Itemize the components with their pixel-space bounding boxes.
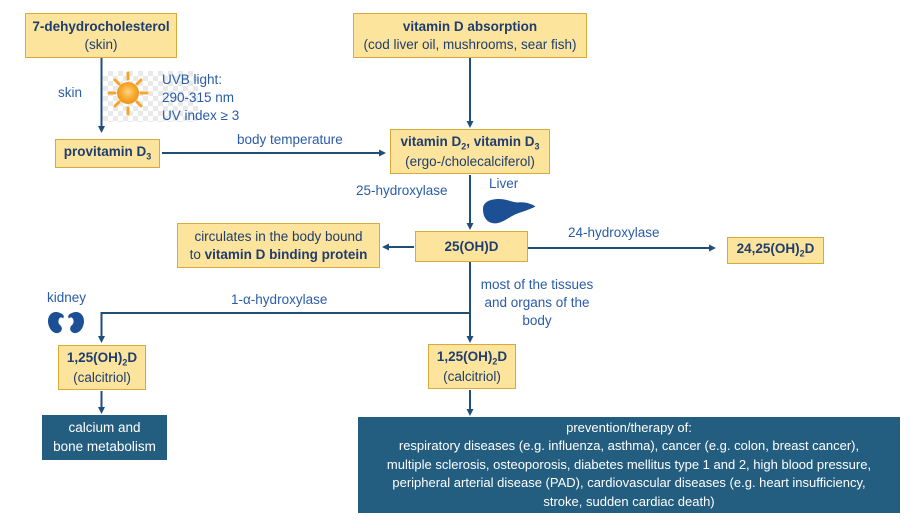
label-liver: Liver [489, 176, 519, 191]
label-uvb-light: UVB light: 290-315 nm UV index ≥ 3 [162, 71, 239, 124]
node-title: vitamin D absorption [402, 18, 538, 34]
node-subtitle: (skin) [84, 36, 118, 52]
node-calcitriol-kidney: 1,25(OH)2D (calcitriol) [58, 345, 146, 390]
node-subtitle: (calcitriol) [443, 368, 501, 384]
sun-image-background [103, 71, 198, 122]
node-7-dehydrocholesterol: 7-dehydrocholesterol (skin) [25, 13, 177, 58]
outcome-line: prevention/therapy of: [566, 419, 692, 435]
arrow-25ohd-to-calcitriol-kidney [98, 312, 470, 343]
label-line: 290-315 nm [162, 89, 235, 105]
node-title: 7-dehydrocholesterol [32, 18, 170, 34]
node-provitamin-d3: provitamin D3 [55, 139, 160, 168]
label-body-temperature: body temperature [237, 132, 343, 147]
node-title: 1,25(OH)2D [436, 348, 508, 367]
node-subtitle: (ergo-/cholecalciferol) [405, 153, 535, 169]
outcome-line: bone metabolism [53, 438, 156, 454]
outcome-line: multiple sclerosis, osteoporosis, diabet… [386, 456, 872, 472]
outcome-line: calcium and [68, 419, 141, 435]
node-line: circulates in the body bound [194, 228, 363, 244]
label-kidney: kidney [47, 290, 87, 305]
node-25ohd: 25(OH)D [415, 231, 528, 262]
outcome-line: stroke, sudden cardiac death) [543, 493, 715, 509]
node-title: 25(OH)D [444, 238, 499, 254]
node-title: vitamin D2, vitamin D3 [400, 133, 540, 152]
outcome-prevention-therapy: prevention/therapy of: respiratory disea… [358, 417, 900, 513]
label-24-hydroxylase: 24-hydroxylase [568, 225, 660, 240]
label-line: most of the tissues [480, 277, 594, 292]
liver-icon [483, 199, 536, 224]
label-line: body [522, 312, 552, 328]
node-title: 1,25(OH)2D [66, 349, 138, 368]
label-25-hydroxylase: 25-hydroxylase [356, 183, 448, 198]
sun-icon [107, 71, 149, 116]
node-subtitle: (cod liver oil, mushrooms, sear fish) [363, 36, 577, 52]
node-calcitriol-tissue: 1,25(OH)2D (calcitriol) [428, 344, 516, 389]
outcome-line: respiratory diseases (e.g. influenza, as… [398, 438, 860, 454]
node-title: 24,25(OH)2D [736, 241, 815, 259]
node-2425ohd: 24,25(OH)2D [727, 237, 824, 264]
node-title: provitamin D3 [63, 144, 152, 162]
node-line: to vitamin D binding protein [189, 246, 368, 262]
label-1-alpha-hydroxylase: 1-α-hydroxylase [231, 292, 328, 307]
label-line: UV index ≥ 3 [162, 107, 240, 123]
outcome-line: peripheral arterial disease (PAD), cardi… [392, 475, 866, 491]
kidneys-icon [48, 311, 84, 334]
label-line: and organs of the [484, 294, 590, 310]
outcome-calcium-bone: calcium and bone metabolism [42, 415, 167, 460]
label-line: UVB light: [162, 72, 223, 87]
node-vitamin-d2-d3: vitamin D2, vitamin D3 (ergo-/cholecalci… [390, 129, 550, 174]
node-vitamin-d-absorption: vitamin D absorption (cod liver oil, mus… [353, 13, 587, 58]
label-tissues-organs: most of the tissues and organs of the bo… [476, 276, 598, 329]
node-circulates-binding-protein: circulates in the body bound to vitamin … [177, 223, 380, 268]
node-subtitle: (calcitriol) [73, 369, 131, 385]
label-skin: skin [58, 85, 83, 100]
